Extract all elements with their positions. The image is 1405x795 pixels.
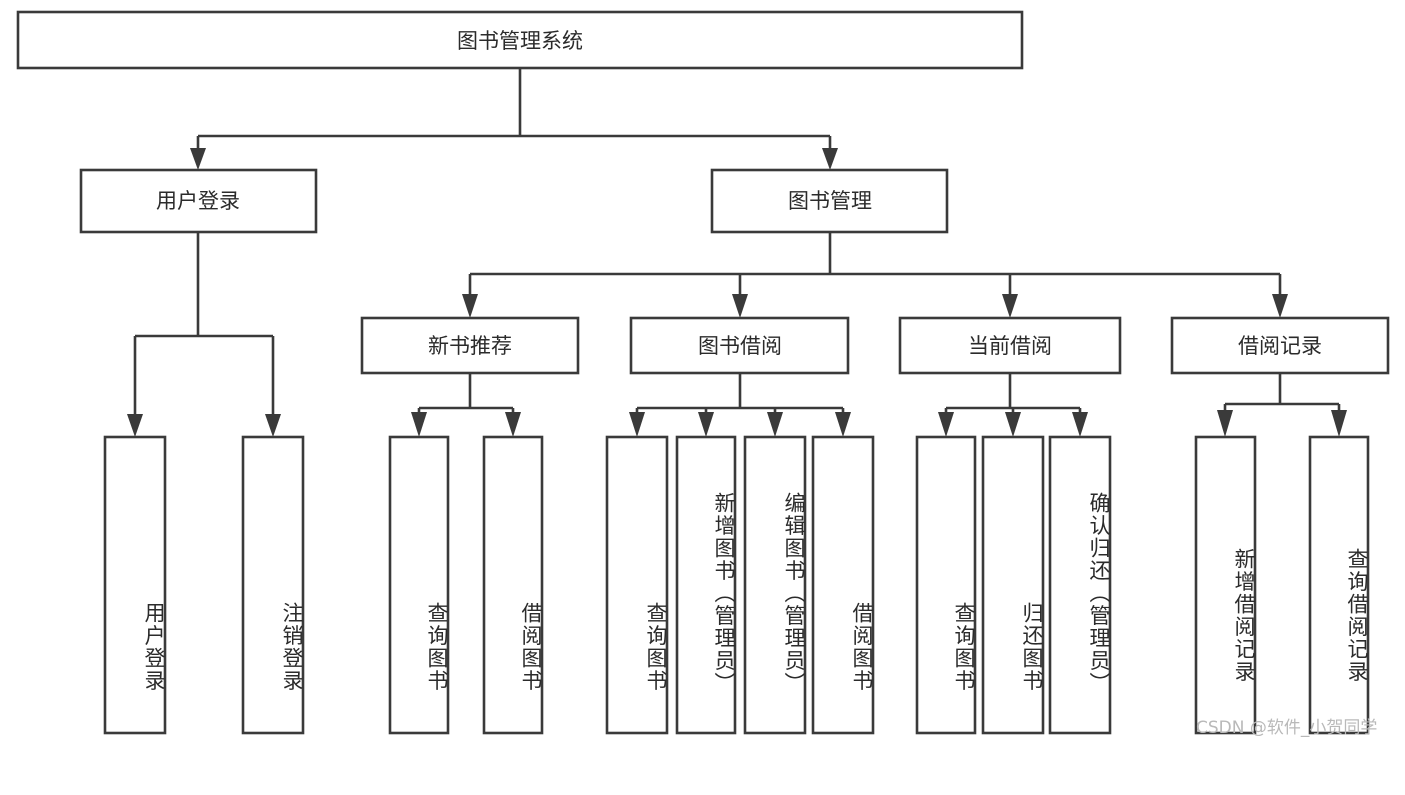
node-leaf-borrow-book-2-box[interactable] xyxy=(811,435,875,735)
node-user-login-label: 用户登录 xyxy=(156,189,240,213)
node-borrow-record[interactable]: 借阅记录 xyxy=(1170,316,1390,375)
node-book-borrow-label: 图书借阅 xyxy=(698,334,782,358)
csdn-watermark: CSDN @软件_小贺同学 xyxy=(1196,718,1378,738)
node-leaf-add-borrow-record-box[interactable] xyxy=(1194,435,1257,735)
arrow-head-leaf-borrow-book-2 xyxy=(835,412,851,437)
connector-group-current-borrow xyxy=(938,373,1088,437)
node-leaf-query-book-1-box[interactable] xyxy=(388,435,450,735)
node-leaf-query-book-2-box[interactable] xyxy=(605,435,669,735)
arrow-head-leaf-add-book xyxy=(698,412,714,437)
connector-group-user-login xyxy=(127,232,281,437)
node-book-borrow-box[interactable] xyxy=(629,316,850,375)
arrow-head-leaf-query-borrow-record xyxy=(1331,410,1347,437)
node-leaf-query-book-3-box[interactable] xyxy=(915,435,977,735)
arrow-head-leaf-query-book-2 xyxy=(629,412,645,437)
node-borrow-record-box[interactable] xyxy=(1170,316,1390,375)
connector-group-book-manage xyxy=(462,232,1288,318)
node-leaf-return-book-box[interactable] xyxy=(981,435,1045,735)
arrow-head-book-manage xyxy=(822,148,838,170)
arrow-head-book-borrow xyxy=(732,294,748,318)
node-book-manage-box[interactable] xyxy=(710,168,949,234)
connector-group-new-book-recommend xyxy=(411,373,521,437)
arrow-head-leaf-return-book xyxy=(1005,412,1021,437)
node-leaf-add-book-box[interactable] xyxy=(675,435,737,735)
node-leaf-query-borrow-record-box[interactable] xyxy=(1308,435,1370,735)
node-current-borrow-label: 当前借阅 xyxy=(968,334,1052,358)
arrow-head-leaf-query-book-1 xyxy=(411,412,427,437)
arrow-head-new-book-recommend xyxy=(462,294,478,318)
node-book-manage[interactable]: 图书管理 xyxy=(710,168,949,234)
node-leaf-edit-book-box[interactable] xyxy=(743,435,807,735)
node-leaf-user-login-box[interactable] xyxy=(103,435,167,735)
node-new-book-recommend[interactable]: 新书推荐 xyxy=(360,316,580,375)
arrow-head-leaf-query-book-3 xyxy=(938,412,954,437)
arrow-head-borrow-record xyxy=(1272,294,1288,318)
diagram-root: 图书管理系统 用户登录 图书管理 新书推荐 图书借阅 当前借阅 借阅记录 xyxy=(16,10,1390,738)
node-book-manage-label: 图书管理 xyxy=(788,189,872,213)
node-root[interactable]: 图书管理系统 xyxy=(16,10,1024,70)
connector-group-root xyxy=(190,68,838,170)
diagram-canvas: 图书管理系统 用户登录 图书管理 新书推荐 图书借阅 当前借阅 借阅记录 xyxy=(16,10,1390,735)
arrow-head-user-login xyxy=(190,148,206,170)
arrow-head-leaf-edit-book xyxy=(767,412,783,437)
connector-group-book-borrow xyxy=(629,373,851,437)
connector-group-borrow-record xyxy=(1217,373,1347,437)
node-leaf-user-logout-box[interactable] xyxy=(241,435,305,735)
node-user-login-box[interactable] xyxy=(79,168,318,234)
arrow-head-leaf-add-borrow-record xyxy=(1217,410,1233,437)
node-new-book-recommend-box[interactable] xyxy=(360,316,580,375)
node-root-box[interactable] xyxy=(16,10,1024,70)
node-new-book-recommend-label: 新书推荐 xyxy=(428,334,512,358)
arrow-head-current-borrow xyxy=(1002,294,1018,318)
arrow-head-leaf-confirm-return xyxy=(1072,412,1088,437)
node-book-borrow[interactable]: 图书借阅 xyxy=(629,316,850,375)
leaf-boxes-group xyxy=(103,435,1370,735)
arrow-head-leaf-borrow-book-1 xyxy=(505,412,521,437)
node-user-login[interactable]: 用户登录 xyxy=(79,168,318,234)
node-root-label: 图书管理系统 xyxy=(457,29,583,53)
node-leaf-confirm-return-box[interactable] xyxy=(1048,435,1112,735)
arrow-head-leaf-user-logout xyxy=(265,414,281,437)
node-current-borrow[interactable]: 当前借阅 xyxy=(898,316,1122,375)
node-borrow-record-label: 借阅记录 xyxy=(1238,334,1322,358)
node-leaf-borrow-book-1-box[interactable] xyxy=(482,435,544,735)
node-current-borrow-box[interactable] xyxy=(898,316,1122,375)
arrow-head-leaf-user-login xyxy=(127,414,143,437)
